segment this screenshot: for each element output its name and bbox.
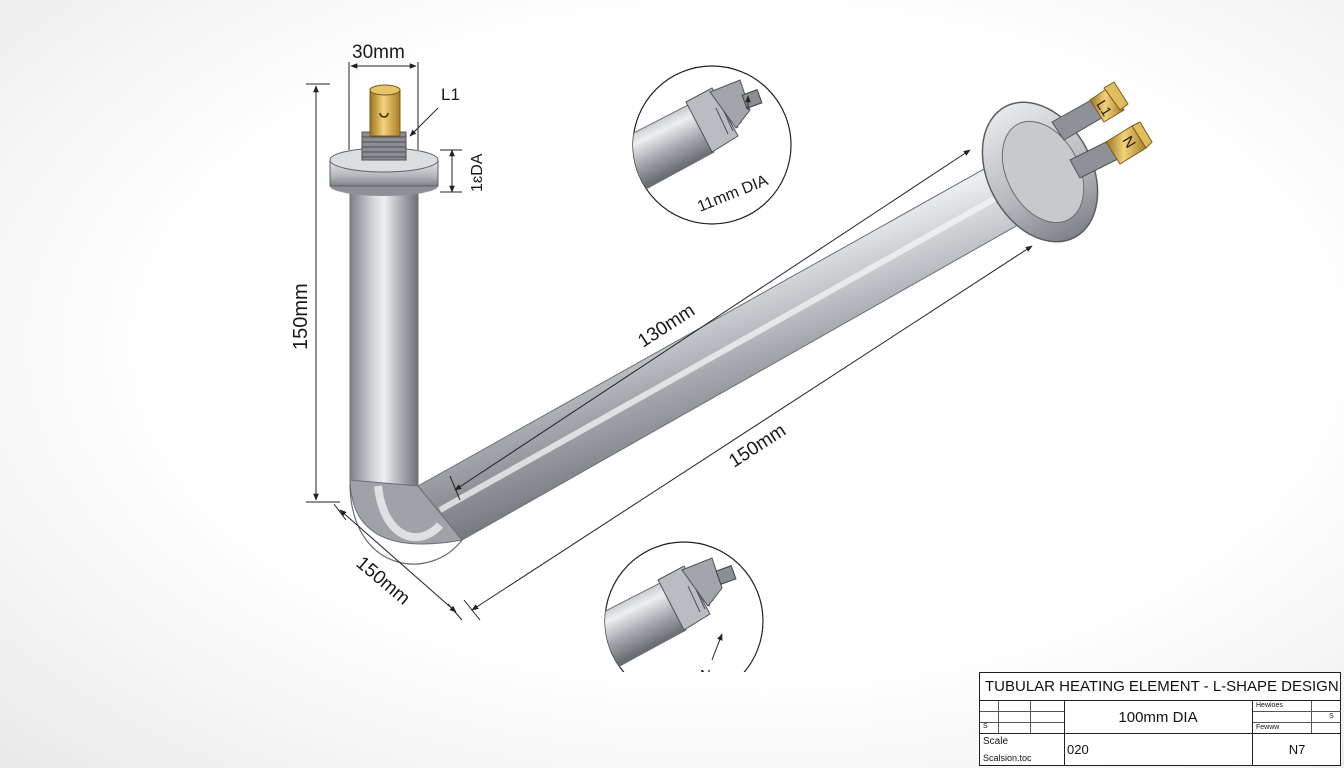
drawing-code: N7 — [1252, 734, 1341, 766]
detail-bottom-label: N — [700, 667, 711, 672]
small-s-right: S — [1329, 713, 1334, 720]
flange-dia-label: 1ɛDA — [469, 153, 486, 192]
vertical-length-label: 150mm — [290, 283, 312, 350]
technical-drawing: L1 N 30mm L1 1ɛDA 150mm 130mm 150mm 150m… — [290, 42, 1153, 672]
scale-label: Scale — [983, 736, 1009, 747]
title-block-title: TUBULAR HEATING ELEMENT - L-SHAPE DESIGN — [980, 673, 1340, 701]
terminal-l1-label: L1 — [1093, 97, 1115, 119]
scale-sub: Scalsion.toc — [983, 753, 1032, 763]
small-s-left: S — [983, 723, 988, 730]
scale-cell: Scale Scalsion.toc — [980, 734, 1065, 766]
drawing-number: 020 — [1067, 742, 1089, 757]
detail-view-bottom — [604, 541, 764, 672]
right-flange — [981, 81, 1153, 243]
title-block: TUBULAR HEATING ELEMENT - L-SHAPE DESIGN… — [979, 672, 1341, 766]
bottom-length-label: 150mm — [352, 553, 414, 610]
title-block-header: Hewioes S Fewww — [1252, 701, 1341, 733]
header-small-2: Fewww — [1256, 724, 1280, 731]
title-block-dia: 100mm DIA — [1118, 709, 1198, 726]
detail-view-top — [632, 65, 792, 225]
top-fitting — [329, 84, 439, 196]
terminal-top-label: L1 — [441, 85, 460, 104]
title-block-grid: S — [980, 701, 1065, 733]
title-block-bottom-row: Scale Scalsion.toc 020 N7 — [980, 733, 1340, 768]
top-width-label: 30mm — [352, 42, 405, 63]
header-small-1: Hewioes — [1256, 702, 1283, 709]
diag-outer-label: 150mm — [725, 420, 790, 472]
dimension-lines — [306, 62, 1033, 621]
